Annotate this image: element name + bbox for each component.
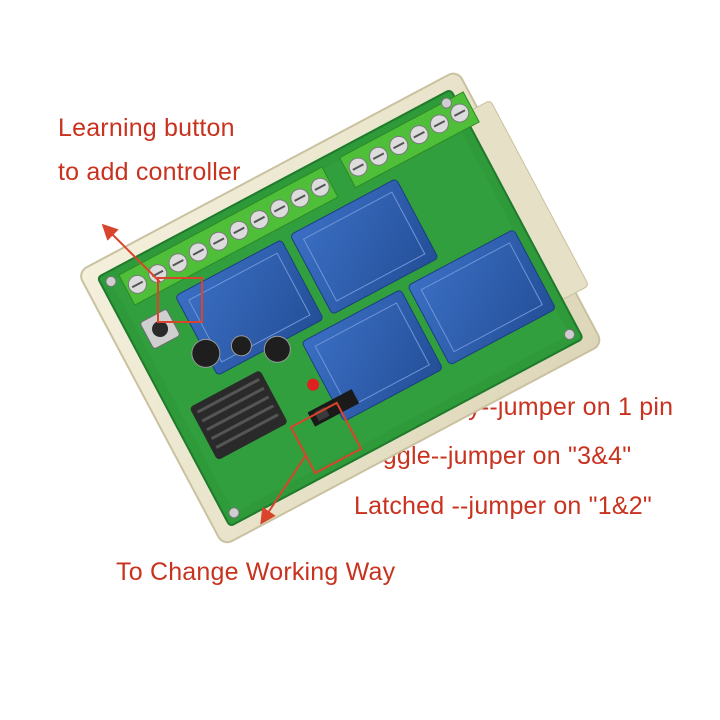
rf-antenna-coil (190, 371, 287, 460)
mode-jumper-header (307, 389, 360, 427)
capacitors (191, 335, 291, 368)
status-led (307, 378, 320, 391)
learning-button-label-line2: to add controller (58, 158, 241, 186)
learning-button-label-line1: Learning button (58, 114, 235, 142)
terminal-block-left (118, 166, 339, 306)
change-working-way-label: To Change Working Way (116, 558, 396, 586)
terminal-block-right (338, 91, 480, 189)
relay-3 (408, 230, 555, 365)
relay-2 (291, 179, 438, 314)
jumper-arrow (260, 454, 307, 525)
learning-button-highlight-box (157, 277, 203, 323)
jumper-highlight-box (289, 401, 363, 475)
relay-4 (302, 290, 442, 421)
latched-mode-label: Latched --jumper on "1&2" (354, 492, 652, 520)
learning-arrow (101, 223, 161, 283)
